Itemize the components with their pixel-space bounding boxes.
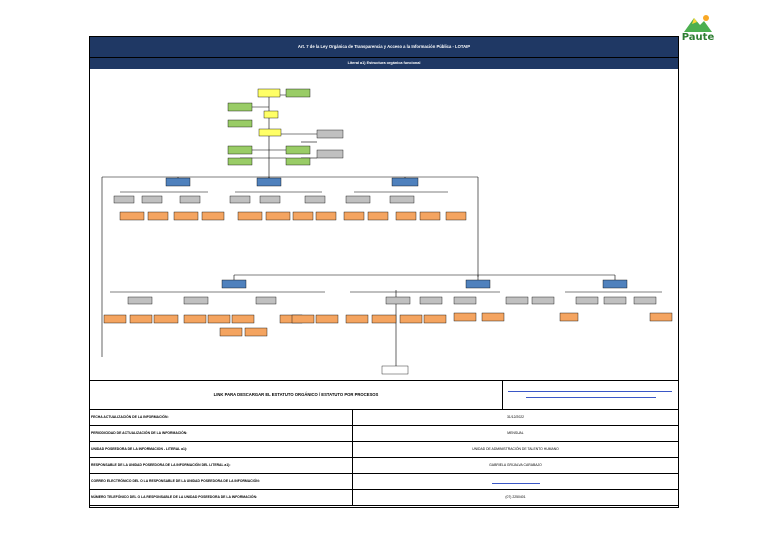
info-value: UNIDAD DE ADMINISTRACIÓN DE TALENTO HUMA… [472,447,559,451]
statute-link[interactable] [508,389,672,392]
info-row-update-date: FECHA ACTUALIZACIÓN DE LA INFORMACIÓN: 3… [90,410,678,426]
org-chart [90,70,678,377]
info-label: FECHA ACTUALIZACIÓN DE LA INFORMACIÓN: [91,415,169,419]
email-link[interactable] [491,479,540,484]
logo-text: Paute [681,32,715,43]
info-row-email: CORREO ELECTRÓNICO DEL O LA RESPONSABLE … [90,474,678,490]
info-value [353,474,678,489]
info-row-phone: NÚMERO TELEFÓNICO DEL O LA RESPONSABLE D… [90,490,678,506]
info-value: 31/12/2022 [507,415,524,419]
statute-link-2[interactable] [526,395,656,398]
info-row-periodicity: PERIODICIDAD DE ACTUALIZACIÓN DE LA INFO… [90,426,678,442]
info-value: MENSUAL [507,431,524,435]
org-chart-diagram [101,88,673,375]
info-label: PERIODICIDAD DE ACTUALIZACIÓN DE LA INFO… [91,431,188,435]
info-table: FECHA ACTUALIZACIÓN DE LA INFORMACIÓN: 3… [90,410,678,506]
info-value: GABRIELA GRIJALVA CARABAJO [489,463,542,467]
info-row-responsible: RESPONSABLE DE LA UNIDAD POSEEDORA DE LA… [90,458,678,474]
info-row-unit: UNIDAD POSEEDORA DE LA INFORMACION - LIT… [90,442,678,458]
info-label: UNIDAD POSEEDORA DE LA INFORMACION - LIT… [91,447,188,451]
page-title: Art. 7 de la Ley Orgánica de Transparenc… [90,37,678,58]
statute-link-row: LINK PARA DESCARGAR EL ESTATUTO ORGÁNICO… [90,380,678,410]
statute-link-label: LINK PARA DESCARGAR EL ESTATUTO ORGÁNICO… [90,381,503,409]
info-value: (07) 2250401 [505,495,526,499]
info-label: NÚMERO TELEFÓNICO DEL O LA RESPONSABLE D… [91,495,258,499]
info-label: CORREO ELECTRÓNICO DEL O LA RESPONSABLE … [91,479,260,483]
paute-logo: Paute [680,12,716,46]
mountain-logo-icon [684,15,712,32]
lotaip-sheet: Art. 7 de la Ley Orgánica de Transparenc… [89,36,679,508]
page-subtitle: Literal a1) Estructura orgánica funciona… [90,58,678,69]
info-label: RESPONSABLE DE LA UNIDAD POSEEDORA DE LA… [91,463,231,467]
